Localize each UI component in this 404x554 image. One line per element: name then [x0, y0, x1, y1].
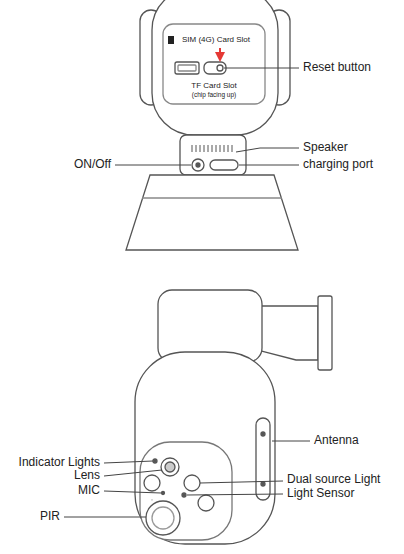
- mic-hole: [162, 492, 165, 495]
- light: [198, 495, 214, 511]
- part-label: charging port: [303, 158, 373, 171]
- part-label: Indicator Lights: [19, 456, 100, 469]
- power-button: [192, 159, 204, 171]
- part-label: Lens: [74, 469, 100, 482]
- sim-slot-inner: [178, 65, 196, 71]
- speaker-grill: [204, 145, 205, 152]
- charging-port: [210, 160, 238, 170]
- pir-lens: [152, 507, 174, 529]
- antenna-dot: [261, 432, 265, 436]
- speaker-grill: [192, 145, 232, 152]
- camera-base: [126, 175, 298, 250]
- speaker-grill: [208, 145, 209, 152]
- part-label: Reset button: [303, 61, 371, 74]
- speaker-grill: [232, 145, 233, 152]
- leader-lines: [272, 441, 310, 442]
- part-label: MIC: [78, 484, 100, 497]
- speaker-grill: [212, 145, 213, 152]
- lens-glass: [165, 462, 175, 472]
- lens: [161, 458, 179, 476]
- leader-lines: [104, 470, 162, 476]
- slot-panel: [163, 24, 265, 104]
- speaker-grill: [216, 145, 217, 152]
- camera-body: [135, 352, 275, 544]
- base-band: [142, 197, 282, 198]
- speaker-grill: [200, 145, 201, 152]
- speaker-grill: [224, 145, 225, 152]
- outdoor-camera: [135, 290, 332, 544]
- part-label: ON/Off: [74, 158, 111, 171]
- power-button-dot: [196, 163, 200, 167]
- pir-sensor: [146, 501, 180, 535]
- speaker-grill: [196, 145, 197, 152]
- leader-lines: [64, 68, 310, 517]
- light-dot: [151, 499, 152, 501]
- reset-hole: [217, 65, 223, 71]
- leader-lines: [187, 494, 283, 495]
- antenna: [256, 418, 270, 500]
- slot-label: TF Card Slot: [191, 82, 236, 91]
- leader-lines: [104, 461, 153, 463]
- sim-slot: [175, 62, 199, 74]
- antenna-dot: [261, 482, 265, 486]
- leader-lines: [64, 517, 146, 518]
- light: [184, 475, 200, 491]
- sim-icon: [168, 36, 174, 44]
- leader-lines: [239, 165, 299, 166]
- speaker-grill: [220, 145, 221, 152]
- indoor-camera: [126, 0, 298, 250]
- speaker-grill: [192, 145, 193, 152]
- part-label: Dual source Light: [287, 473, 380, 486]
- indicator-light: [153, 459, 157, 463]
- camera-top: [158, 290, 262, 362]
- part-label: PIR: [40, 510, 60, 523]
- leader-lines: [200, 481, 283, 483]
- part-label: Speaker: [303, 141, 348, 154]
- leader-lines: [104, 491, 161, 493]
- slot-note: (chip facing up): [192, 91, 236, 98]
- part-label: Light Sensor: [287, 487, 354, 500]
- insert-arrow: [219, 48, 221, 60]
- light-sensor: [182, 493, 186, 497]
- light: [144, 475, 160, 491]
- wall-plate: [318, 296, 332, 370]
- speaker-grill: [228, 145, 229, 152]
- leader-lines: [224, 68, 299, 69]
- reset-area: [204, 62, 226, 74]
- camera-neck: [180, 135, 246, 175]
- front-face: [140, 442, 232, 540]
- leader-lines: [236, 148, 299, 152]
- leader-lines: [115, 165, 191, 166]
- slot-label: SIM (4G) Card Slot: [182, 36, 250, 45]
- part-label: Antenna: [314, 434, 359, 447]
